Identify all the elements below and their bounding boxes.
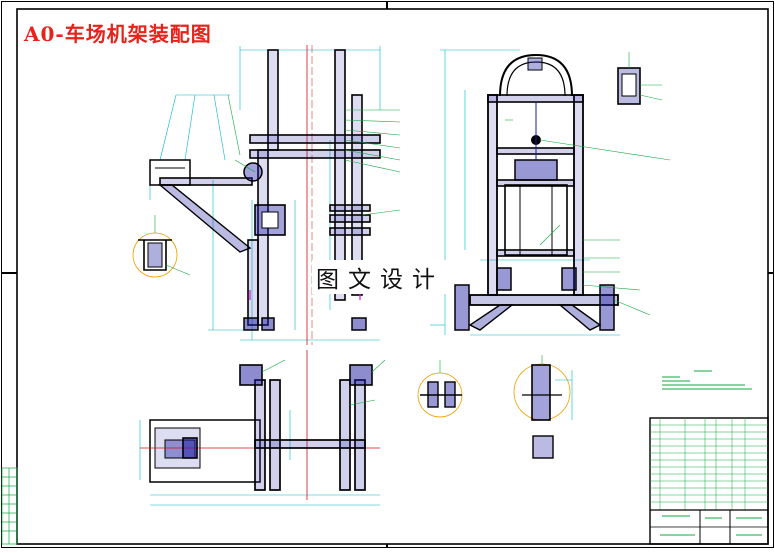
detail-view-a — [132, 215, 191, 278]
drawing-title: A0-车场机架装配图 — [24, 22, 212, 46]
detail-view-c — [417, 360, 463, 418]
detail-view-d — [513, 355, 573, 459]
title-block — [649, 417, 769, 545]
front-view — [430, 49, 671, 336]
revision-strip — [1, 467, 18, 545]
top-view — [139, 350, 386, 506]
watermark-text: 图文设计 — [312, 260, 448, 294]
side-view — [149, 45, 401, 345]
technical-notes — [662, 370, 752, 390]
detail-view-b — [617, 52, 663, 105]
